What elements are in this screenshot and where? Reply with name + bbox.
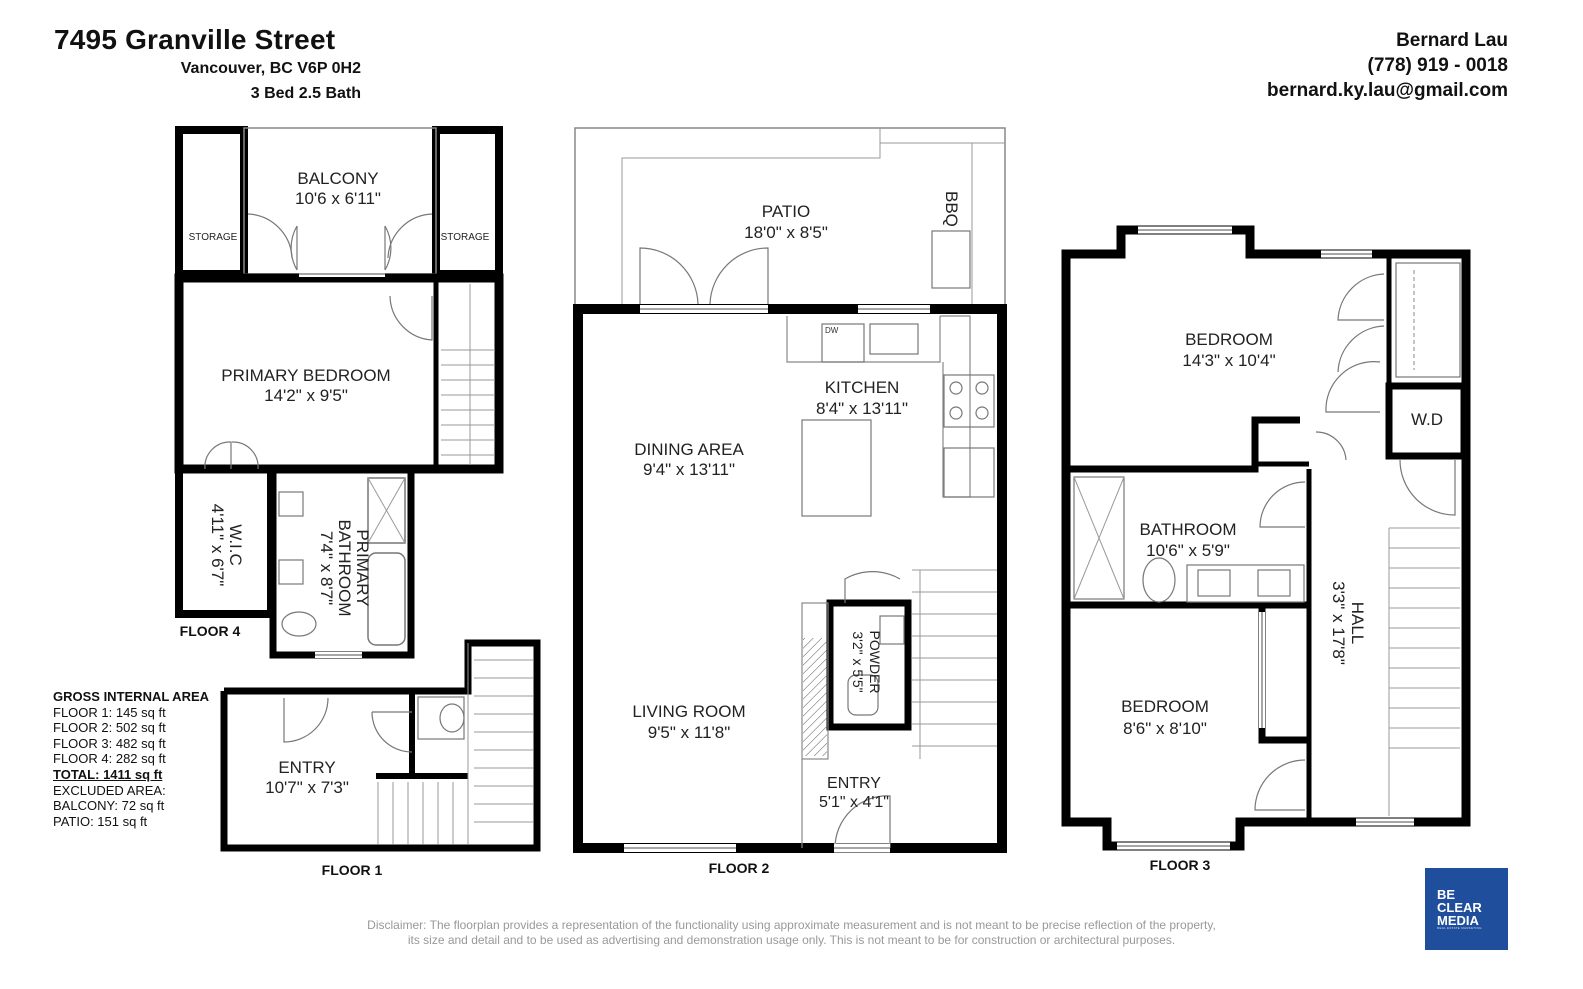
living-room-size: 9'5" x 11'8" [648, 723, 731, 742]
dining-area-label: DINING AREA [634, 440, 744, 459]
primary-bedroom-size: 14'2" x 9'5" [264, 386, 348, 405]
bedroom-bottom-label: BEDROOM [1121, 697, 1209, 716]
balcony-size: 10'6 x 6'11" [295, 189, 381, 208]
floor-3-plan [1061, 225, 1471, 851]
entry-floor2-label: ENTRY [827, 775, 881, 792]
floor-2-label: FLOOR 2 [709, 860, 770, 876]
entry-floor2-size: 5'1" x 4'1" [819, 794, 889, 811]
floor-1-plan [220, 639, 541, 852]
hall-label: HALL [1348, 602, 1367, 645]
dishwasher-label: DW [825, 326, 839, 335]
gia-total: TOTAL: 1411 sq ft [53, 766, 163, 782]
bathroom-label: BATHROOM [1140, 520, 1237, 539]
disclaimer: Disclaimer: The floorplan provides a rep… [0, 918, 1583, 948]
disclaimer-line-2: its size and detail and to be used as ad… [407, 933, 1176, 947]
patio-size: 18'0" x 8'5" [744, 223, 828, 242]
gia-heading: GROSS INTERNAL AREA [53, 689, 210, 704]
agent-name: Bernard Lau [1396, 30, 1508, 51]
bedroom-bottom-size: 8'6" x 8'10" [1123, 719, 1207, 738]
powder-size: 3'2" x 5'5" [850, 631, 866, 692]
entry-floor1-size: 10'7" x 7'3" [265, 778, 349, 797]
bathroom-size: 10'6" x 5'9" [1146, 541, 1230, 560]
wic-label: W.I.C [226, 524, 245, 566]
entry-floor1-label: ENTRY [278, 758, 335, 777]
be-clear-media-logo: BE CLEAR MEDIA REAL ESTATE MARKETING [1425, 868, 1508, 950]
gia-floor-4: FLOOR 4: 282 sq ft [53, 751, 166, 767]
property-beds-baths: 3 Bed 2.5 Bath [250, 85, 361, 102]
balcony-label: BALCONY [297, 169, 378, 188]
primary-bathroom-size: 7'4" x 8'7" [317, 531, 336, 605]
excluded-patio: PATIO: 151 sq ft [53, 813, 148, 829]
wic-size: 4'11" x 6'7" [208, 504, 227, 587]
logo-line-3: MEDIA [1437, 913, 1479, 928]
kitchen-size: 8'4" x 13'11" [816, 399, 908, 418]
property-city: Vancouver, BC V6P 0H2 [180, 60, 361, 77]
bbq-label: BBQ [942, 191, 961, 227]
powder-label: POWDER [867, 631, 883, 694]
gia-floor-2: FLOOR 2: 502 sq ft [53, 720, 166, 736]
logo-line-1: BE [1437, 887, 1456, 902]
living-room-label: LIVING ROOM [632, 702, 745, 721]
bedroom-top-size: 14'3" x 10'4" [1182, 351, 1275, 370]
agent-email: bernard.ky.lau@gmail.com [1267, 80, 1508, 101]
logo-tagline: REAL ESTATE MARKETING [1437, 926, 1482, 930]
patio-label: PATIO [762, 202, 811, 221]
excluded-heading: EXCLUDED AREA: [53, 782, 166, 798]
washer-dryer-label: W.D [1411, 410, 1443, 429]
floor-4-label: FLOOR 4 [180, 623, 241, 639]
primary-bedroom-label: PRIMARY BEDROOM [221, 366, 390, 385]
gross-internal-area: GROSS INTERNAL AREA FLOOR 1: 145 sq ft F… [53, 689, 209, 829]
storage-right-label: STORAGE [441, 232, 490, 243]
primary-bathroom-label-2: BATHROOM [335, 520, 354, 617]
disclaimer-line-1: Disclaimer: The floorplan provides a rep… [367, 918, 1216, 932]
agent-phone: (778) 919 - 0018 [1367, 55, 1509, 76]
kitchen-label: KITCHEN [825, 378, 900, 397]
property-address: 7495 Granville Street [54, 24, 336, 55]
excluded-balcony: BALCONY: 72 sq ft [53, 798, 165, 814]
storage-left-label: STORAGE [189, 232, 238, 243]
floor-1-label: FLOOR 1 [322, 862, 383, 878]
logo-line-2: CLEAR [1437, 900, 1482, 915]
gia-floor-3: FLOOR 3: 482 sq ft [53, 735, 166, 751]
floor-2-plan [573, 127, 1007, 853]
gia-floor-1: FLOOR 1: 145 sq ft [53, 704, 166, 720]
dining-area-size: 9'4" x 13'11" [643, 460, 735, 479]
floor-3-label: FLOOR 3 [1150, 857, 1211, 873]
bedroom-top-label: BEDROOM [1185, 330, 1273, 349]
hall-size: 3'3" x 17'8" [1329, 581, 1348, 665]
primary-bathroom-label-1: PRIMARY [353, 529, 372, 606]
floor-4-plan [174, 126, 504, 659]
